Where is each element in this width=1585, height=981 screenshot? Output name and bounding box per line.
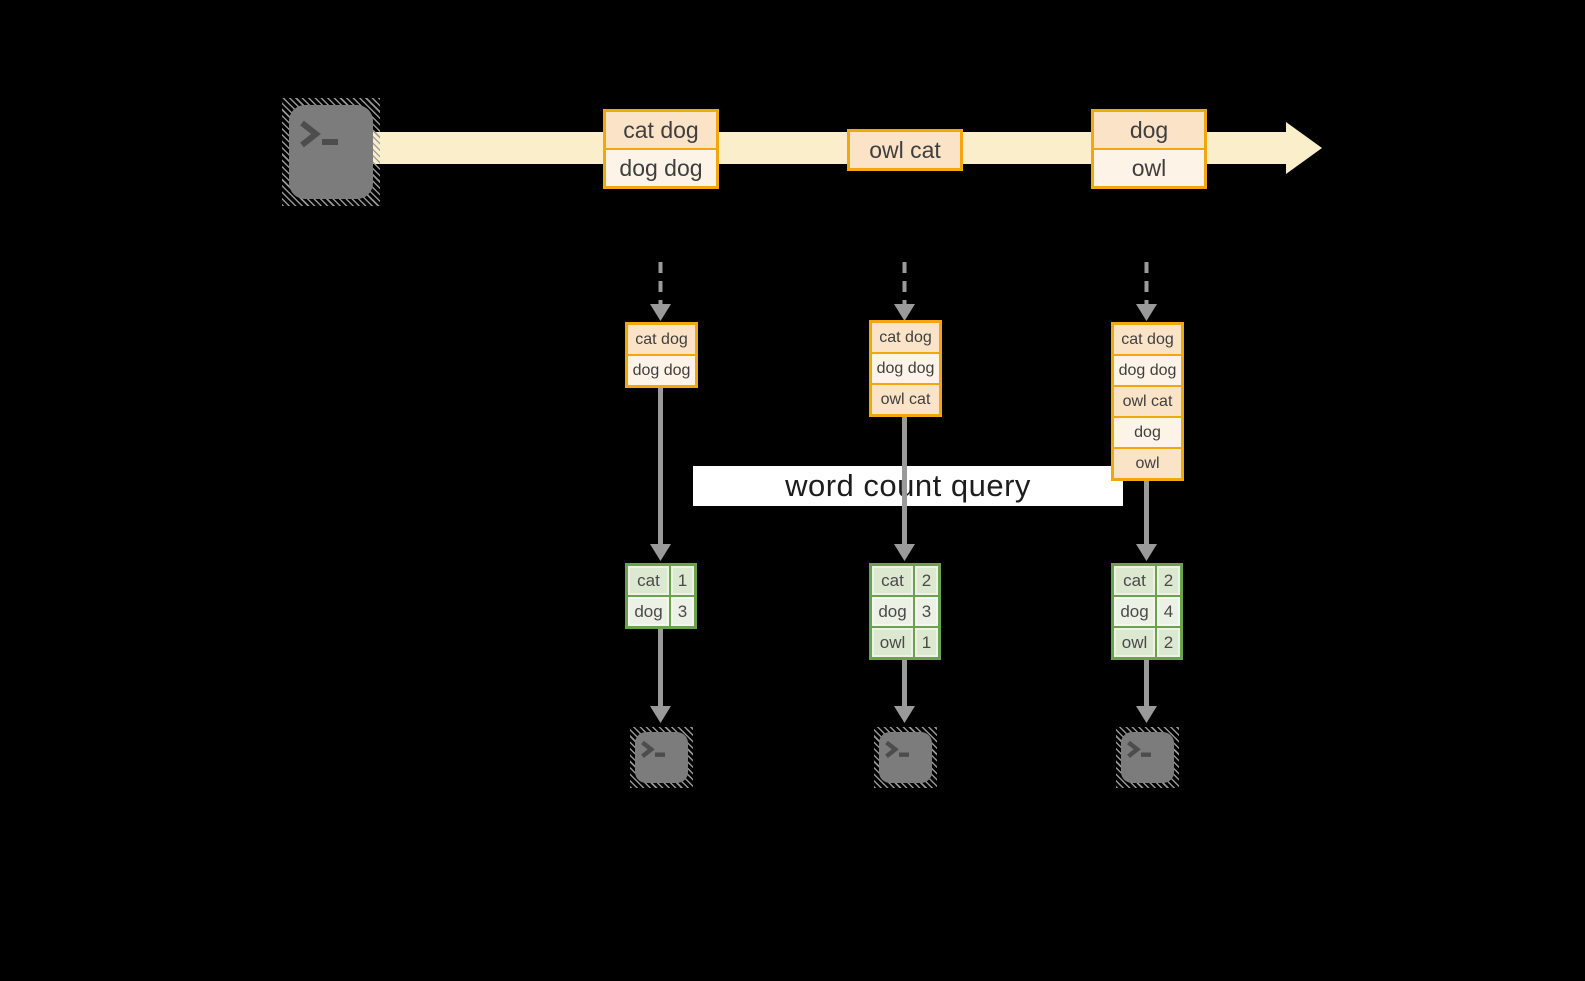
sink-arrow-2 bbox=[894, 660, 915, 723]
stream-arrow-head bbox=[1286, 122, 1322, 174]
terminal-body bbox=[289, 105, 373, 199]
query-arrow-3 bbox=[1136, 481, 1157, 561]
ingest-arrow-dashed-2 bbox=[894, 262, 915, 321]
terminal-prompt-icon bbox=[641, 740, 665, 758]
count-word-cell: cat bbox=[1114, 566, 1155, 595]
ingest-arrow-dashed-1 bbox=[650, 262, 671, 321]
query-arrow-1 bbox=[650, 388, 671, 561]
window-row: cat dog bbox=[872, 323, 939, 352]
stream-event-box-1: cat dog dog dog bbox=[603, 109, 719, 189]
event-row: dog dog bbox=[606, 148, 716, 186]
terminal-prompt-icon bbox=[1127, 740, 1151, 758]
window-row: dog dog bbox=[872, 352, 939, 383]
window-row: owl cat bbox=[872, 383, 939, 414]
count-word-cell: dog bbox=[628, 597, 669, 626]
source-terminal-icon bbox=[282, 98, 380, 206]
count-table-3: cat 2 dog 4 owl 2 bbox=[1111, 563, 1183, 660]
sink-arrow-1 bbox=[650, 629, 671, 723]
window-stack-2: cat dog dog dog owl cat bbox=[869, 320, 942, 417]
count-word-cell: dog bbox=[1114, 597, 1155, 626]
count-value-cell: 1 bbox=[671, 566, 694, 595]
window-row: owl cat bbox=[1114, 385, 1181, 416]
query-banner-label: word count query bbox=[785, 468, 1031, 503]
count-table-1: cat 1 dog 3 bbox=[625, 563, 697, 629]
count-value-cell: 2 bbox=[1157, 566, 1180, 595]
sink-terminal-icon-2 bbox=[874, 727, 937, 788]
terminal-prompt-icon bbox=[885, 740, 909, 758]
count-value-cell: 3 bbox=[671, 597, 694, 626]
count-word-cell: cat bbox=[628, 566, 669, 595]
count-value-cell: 2 bbox=[1157, 628, 1180, 657]
count-word-cell: cat bbox=[872, 566, 913, 595]
window-row: dog dog bbox=[1114, 354, 1181, 385]
terminal-prompt-icon bbox=[300, 120, 338, 148]
query-arrow-2 bbox=[894, 417, 915, 561]
count-word-cell: owl bbox=[1114, 628, 1155, 657]
count-value-cell: 4 bbox=[1157, 597, 1180, 626]
count-value-cell: 2 bbox=[915, 566, 938, 595]
window-stack-3: cat dog dog dog owl cat dog owl bbox=[1111, 322, 1184, 481]
window-row: cat dog bbox=[1114, 325, 1181, 354]
window-row: dog bbox=[1114, 416, 1181, 447]
sink-arrow-3 bbox=[1136, 660, 1157, 723]
query-banner: word count query bbox=[693, 466, 1123, 506]
stream-event-box-3: dog owl bbox=[1091, 109, 1207, 189]
count-value-cell: 3 bbox=[915, 597, 938, 626]
count-table-2: cat 2 dog 3 owl 1 bbox=[869, 563, 941, 660]
count-word-cell: owl bbox=[872, 628, 913, 657]
count-word-cell: dog bbox=[872, 597, 913, 626]
sink-terminal-icon-1 bbox=[630, 727, 693, 788]
event-row: cat dog bbox=[606, 112, 716, 148]
sink-terminal-icon-3 bbox=[1116, 727, 1179, 788]
window-row: cat dog bbox=[628, 325, 695, 354]
event-row: owl bbox=[1094, 148, 1204, 186]
stream-event-box-2: owl cat bbox=[847, 129, 963, 171]
window-row: dog dog bbox=[628, 354, 695, 385]
window-stack-1: cat dog dog dog bbox=[625, 322, 698, 388]
ingest-arrow-dashed-3 bbox=[1136, 262, 1157, 321]
event-row: dog bbox=[1094, 112, 1204, 148]
count-value-cell: 1 bbox=[915, 628, 938, 657]
event-row: owl cat bbox=[850, 132, 960, 168]
window-row: owl bbox=[1114, 447, 1181, 478]
